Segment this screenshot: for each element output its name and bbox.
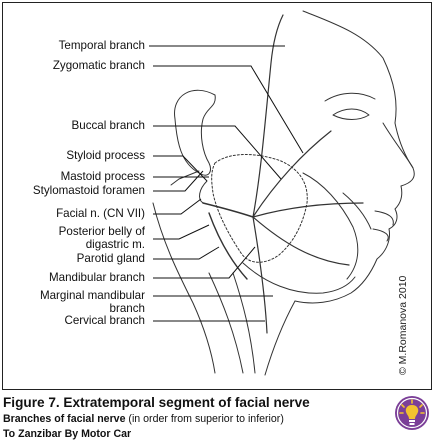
figure-subtitle: Branches of facial nerve (in order from … <box>3 413 284 425</box>
label-cervical-branch: Cervical branch <box>64 314 145 327</box>
nerve-trunk <box>202 202 254 218</box>
styloid-process <box>170 170 200 186</box>
neck-back <box>152 202 216 374</box>
lightbulb-icon[interactable] <box>394 395 430 431</box>
facial-nerve-illustration <box>149 10 415 376</box>
zygomatic-nerve <box>252 130 332 218</box>
buccal-nerve <box>252 202 364 218</box>
temporal-nerve <box>252 14 284 218</box>
brow <box>324 92 376 102</box>
copyright-credit: © M.Romanova 2010 <box>397 275 409 375</box>
mouth-muscle <box>342 192 372 230</box>
label-stylomastoid-foramen: Stylomastoid foramen <box>32 184 145 197</box>
ear-outline <box>174 89 216 176</box>
nose-outline <box>382 122 414 169</box>
cervical-nerve <box>252 216 268 334</box>
figure-source-link[interactable]: To Zanzibar By Motor Car <box>3 428 132 440</box>
neck-muscle <box>208 272 256 374</box>
label-mandibular-branch: Mandibular branch <box>48 271 145 284</box>
leader-parotid <box>153 246 220 260</box>
mandibular-nerve <box>252 216 350 266</box>
cheek-muscle <box>302 172 359 280</box>
digastric-belly <box>208 212 248 280</box>
label-buccal-branch: Buccal branch <box>71 119 145 132</box>
label-facial-nerve: Facial n. (CN VII) <box>56 207 145 220</box>
face-profile <box>294 10 415 304</box>
leader-zygomatic <box>153 65 304 154</box>
figure-frame: Temporal branch Zygomatic branch Buccal … <box>2 2 432 390</box>
eye-outline <box>332 108 370 120</box>
label-temporal-branch: Temporal branch <box>58 39 145 52</box>
lips <box>372 210 394 242</box>
figure-subtitle-bold: Branches of facial nerve <box>3 413 126 425</box>
jaw-line <box>242 262 356 294</box>
figure-subtitle-rest: (in order from superior to inferior) <box>125 413 284 425</box>
leader-mandibular <box>153 246 256 279</box>
mastoid-process <box>199 180 208 204</box>
leader-facial <box>153 198 202 215</box>
label-marginal-mandibular-branch: Marginal mandibular branch <box>39 289 145 315</box>
label-zygomatic-branch: Zygomatic branch <box>52 59 145 72</box>
leader-stylomastoid <box>153 170 204 192</box>
parotid-outline <box>211 154 308 263</box>
label-mastoid-process: Mastoid process <box>60 170 145 183</box>
leader-digastric <box>153 224 210 240</box>
label-parotid-gland: Parotid gland <box>76 252 145 265</box>
figure-title: Figure 7. Extratemporal segment of facia… <box>3 395 310 410</box>
leader-styloid <box>153 155 208 182</box>
neck-front <box>264 300 296 376</box>
label-styloid-process: Styloid process <box>66 149 145 162</box>
leader-buccal <box>153 125 282 180</box>
label-posterior-digastric: Posterior belly of digastric m. <box>58 225 145 251</box>
